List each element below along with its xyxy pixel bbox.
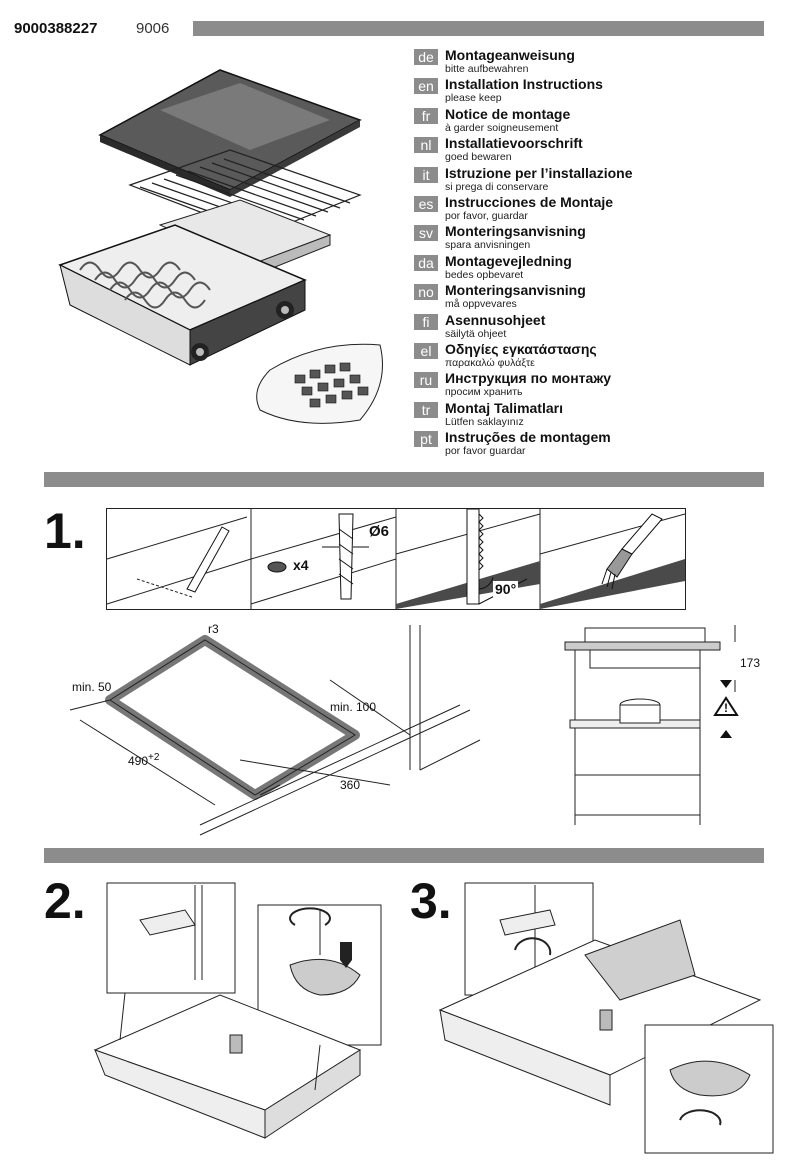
language-code-badge: en bbox=[414, 78, 438, 95]
language-title: Montageanweisung bbox=[445, 47, 575, 63]
step-3-clamp-diagram bbox=[438, 882, 774, 1154]
language-subtitle: please keep bbox=[445, 92, 502, 105]
language-subtitle: à garder soigneusement bbox=[445, 121, 559, 134]
language-subtitle: bedes opbevaret bbox=[445, 268, 524, 281]
language-title: Οδηγίες εγκατάστασης bbox=[445, 340, 597, 357]
language-subtitle: spara anvisningen bbox=[445, 239, 531, 252]
language-title: Monteringsanvisning bbox=[445, 223, 586, 240]
language-title: Notice de montage bbox=[445, 105, 571, 122]
language-subtitle: por favor, guardar bbox=[445, 209, 528, 222]
language-code-badge: es bbox=[414, 195, 438, 212]
language-subtitle: просим хранить bbox=[445, 386, 523, 399]
cutout-width-tolerance: +2 bbox=[148, 752, 160, 763]
language-code-badge: it bbox=[414, 166, 438, 183]
language-subtitle: si prega di conservare bbox=[445, 180, 549, 193]
language-title: Asennusohjeet bbox=[445, 311, 546, 328]
language-code-badge: fr bbox=[414, 107, 438, 124]
product-exploded-illustration bbox=[58, 69, 383, 424]
cutout-depth-label: 360 bbox=[340, 778, 361, 792]
drill-diameter-label: Ø6 bbox=[369, 523, 390, 540]
cutout-width-value: 490 bbox=[128, 754, 149, 768]
step-2-number: 2. bbox=[44, 873, 86, 929]
language-subtitle: bitte aufbewahren bbox=[445, 63, 529, 75]
language-title: Montagevejledning bbox=[445, 252, 572, 269]
anchor-count-label: x4 bbox=[293, 557, 309, 573]
min-side-clearance-label: min. 50 bbox=[72, 680, 112, 694]
language-subtitle: säilytä ohjeet bbox=[445, 327, 507, 340]
step-1-number: 1. bbox=[44, 503, 86, 559]
language-subtitle: Lütfen saklayınız bbox=[445, 415, 524, 428]
language-title: Instruções de montagem bbox=[445, 429, 611, 446]
step-3-number: 3. bbox=[410, 873, 452, 929]
cutout-width-label: 490+2 bbox=[128, 752, 159, 768]
language-title: Installation Instructions bbox=[445, 76, 603, 93]
language-title: Инструкция по монтажу bbox=[445, 370, 612, 387]
step-2-clamp-diagram bbox=[93, 882, 382, 1139]
section-1-bar bbox=[44, 472, 764, 487]
language-code-badge: da bbox=[414, 254, 438, 271]
document-code: 9006 bbox=[136, 20, 170, 37]
min-back-clearance-label: min. 100 bbox=[330, 700, 377, 714]
language-code-badge: nl bbox=[414, 137, 438, 154]
cabinet-clearance-value: 173 bbox=[740, 656, 761, 670]
language-title: Instrucciones de Montaje bbox=[445, 193, 614, 210]
language-title: Monteringsanvisning bbox=[445, 282, 586, 299]
header-bar bbox=[193, 21, 764, 36]
language-subtitle: goed bewaren bbox=[445, 151, 512, 164]
language-code-badge: ru bbox=[414, 372, 438, 389]
language-title: Montaj Talimatları bbox=[445, 399, 563, 416]
language-subtitle: må oppvevares bbox=[445, 298, 517, 311]
step-1-panel-strip: x4 Ø6 90° bbox=[106, 508, 686, 610]
language-code-badge: sv bbox=[414, 225, 438, 242]
language-title: Installatievoorschrift bbox=[445, 135, 583, 152]
language-code-badge: tr bbox=[414, 401, 438, 418]
cutout-dimension-diagram bbox=[69, 625, 481, 836]
language-subtitle: por favor guardar bbox=[445, 445, 526, 458]
language-code-badge: fi bbox=[414, 313, 438, 330]
corner-radius-label: r3 bbox=[208, 622, 219, 636]
language-code-badge: pt bbox=[414, 431, 438, 448]
cut-angle-label: 90° bbox=[493, 581, 519, 597]
language-code-badge: de bbox=[414, 49, 438, 65]
document-number: 9000388227 bbox=[14, 20, 98, 37]
language-title: Istruzione per l’installazione bbox=[445, 164, 633, 181]
section-2-bar bbox=[44, 848, 764, 863]
language-code-badge: el bbox=[414, 342, 438, 359]
language-code-badge: no bbox=[414, 284, 438, 301]
cabinet-clearance-diagram: ! bbox=[564, 625, 739, 825]
svg-text:!: ! bbox=[724, 701, 728, 715]
language-subtitle: παρακαλώ φυλάξτε bbox=[445, 356, 535, 369]
